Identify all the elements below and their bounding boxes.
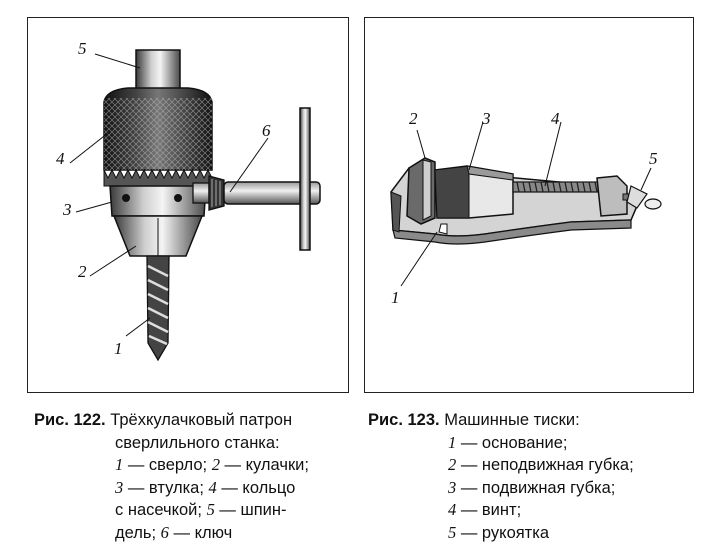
caption-figure-122: Рис. 122. Трёхкулачковый патрон сверлиль… xyxy=(34,409,309,544)
legend-number: 1 xyxy=(448,432,457,452)
callout-5: 5 xyxy=(78,39,87,58)
caption-line: с насечкой; 5 — шпин- xyxy=(34,499,309,522)
caption-line: Рис. 122. Трёхкулачковый патрон xyxy=(34,409,309,432)
caption-line: сверлильного станка: xyxy=(115,433,280,452)
caption-text: Машинные тиски: xyxy=(444,411,580,429)
figure-123-machine-vise: 2 3 4 5 1 xyxy=(364,17,694,393)
legend-text: — подвижная губка; xyxy=(456,478,616,497)
drill-chuck-illustration xyxy=(69,49,321,362)
sleeve xyxy=(109,185,207,217)
legend-text: — втулка; xyxy=(123,478,209,497)
legend-number: 2 xyxy=(448,455,457,474)
caption-line: 2 — неподвижная губка; xyxy=(368,454,634,477)
legend-number: 4 xyxy=(448,500,457,519)
legend-text: дель; xyxy=(115,523,161,542)
callout-4: 4 xyxy=(551,109,560,128)
caption-line: 5 — рукоятка xyxy=(368,522,634,545)
caption-line: 4 — винт; xyxy=(368,499,634,522)
legend-text: — кольцо xyxy=(216,478,296,497)
callout-2: 2 xyxy=(78,262,87,281)
machine-vise-illustration xyxy=(390,121,662,287)
legend-text: — неподвижная губка; xyxy=(456,456,634,474)
callout-1: 1 xyxy=(114,339,123,358)
legend-text: — ключ xyxy=(168,523,233,542)
callout-4: 4 xyxy=(56,149,65,168)
legend-text: — основание; xyxy=(456,433,568,452)
legend-number: 3 xyxy=(115,477,124,497)
legend-text: — кулачки; xyxy=(219,456,309,474)
legend-number: 1 xyxy=(115,455,124,474)
chuck-key xyxy=(192,107,321,251)
legend-number: 5 xyxy=(206,500,215,519)
caption-figure-123: Рис. 123. Машинные тиски: 1 — основание;… xyxy=(368,409,634,544)
legend-number: 4 xyxy=(208,477,217,497)
caption-line: Рис. 123. Машинные тиски: xyxy=(368,409,634,432)
legend-text: — винт; xyxy=(456,501,522,519)
caption-title: Рис. 122. xyxy=(34,411,106,429)
callout-3: 3 xyxy=(482,109,491,128)
legend-number: 5 xyxy=(448,522,457,542)
caption-line: дель; 6 — ключ xyxy=(34,522,309,545)
handle xyxy=(622,185,662,210)
caption-line: 1 — основание; xyxy=(368,432,634,455)
caption-line: 3 — втулка; 4 — кольцо xyxy=(34,477,309,500)
legend-text: с насечкой; xyxy=(115,501,207,519)
callout-6: 6 xyxy=(262,121,271,140)
callout-2: 2 xyxy=(409,109,418,128)
callout-1: 1 xyxy=(391,288,400,307)
figure-122-drill-chuck: 5 4 3 2 1 6 xyxy=(27,17,349,393)
caption-text: Трёхкулачковый патрон xyxy=(110,411,293,429)
caption-title: Рис. 123. xyxy=(368,411,440,429)
caption-line: 1 — сверло; 2 — кулачки; xyxy=(34,454,309,477)
legend-text: — сверло; xyxy=(123,456,212,474)
legend-text: — рукоятка xyxy=(456,523,549,542)
legend-number: 3 xyxy=(448,477,457,497)
legend-text: — шпин- xyxy=(214,501,287,519)
callout-5: 5 xyxy=(649,149,658,168)
callout-3: 3 xyxy=(63,200,72,219)
legend-number: 2 xyxy=(211,455,220,474)
caption-line: 3 — подвижная губка; xyxy=(368,477,634,500)
legend-number: 6 xyxy=(160,522,169,542)
